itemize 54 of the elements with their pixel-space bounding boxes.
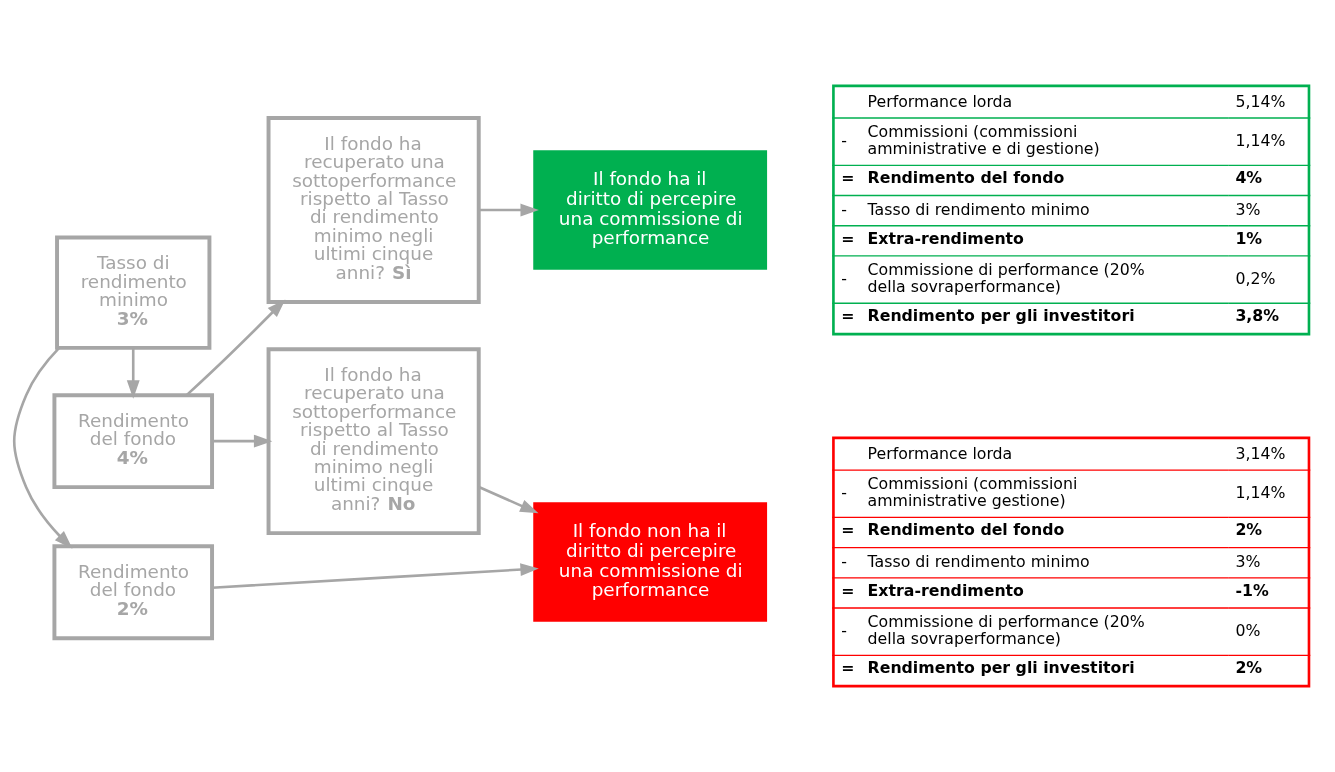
label: 3% bbox=[1235, 199, 1261, 219]
label: - bbox=[841, 268, 847, 288]
arrow bbox=[212, 434, 273, 448]
label: - bbox=[841, 482, 847, 502]
label: -1% bbox=[1235, 580, 1269, 600]
label: = bbox=[841, 580, 855, 600]
label: Commissione di performance (20% della sovraperformance) bbox=[867, 260, 1145, 297]
label: 1,14% bbox=[1235, 482, 1286, 502]
label: Rendimento del fondo bbox=[867, 520, 1065, 540]
node-box: Rendimento del fondo 2% bbox=[52, 544, 214, 641]
label: 2% bbox=[1235, 658, 1263, 678]
arrow bbox=[126, 348, 140, 399]
label: Commissione di performance (20% della sovraperformance) bbox=[867, 612, 1145, 649]
label: Rendimento per gli investitori bbox=[867, 658, 1135, 678]
arrow bbox=[12, 347, 73, 549]
label: = bbox=[841, 228, 855, 248]
label: Rendimento del fondo bbox=[867, 168, 1065, 188]
label: = bbox=[841, 520, 855, 540]
label: 0,2% bbox=[1235, 268, 1276, 288]
node-box: Tasso di rendimento minimo 3% bbox=[55, 235, 212, 350]
label: Commissioni (commissioni amministrative gestione) bbox=[867, 474, 1078, 511]
label: Extra-rendimento bbox=[867, 228, 1024, 248]
label: 1% bbox=[1235, 228, 1263, 248]
label: 2% bbox=[1235, 520, 1263, 540]
node-box: Il fondo non ha il diritto di percepire una commissione di performance bbox=[533, 502, 768, 622]
label: = bbox=[841, 168, 855, 188]
node-box: Il fondo ha il diritto di percepire una commissione di performance bbox=[533, 150, 768, 270]
label: Performance lorda bbox=[867, 444, 1013, 464]
label: - bbox=[841, 620, 847, 640]
label: 1,14% bbox=[1235, 130, 1286, 150]
label: - bbox=[841, 199, 847, 219]
label: 4% bbox=[1235, 168, 1263, 188]
label: 3,8% bbox=[1235, 306, 1280, 326]
label: = bbox=[841, 658, 855, 678]
label: - bbox=[841, 130, 847, 150]
arrow bbox=[185, 299, 286, 397]
arrow bbox=[478, 485, 539, 514]
label: Extra-rendimento bbox=[867, 580, 1024, 600]
label: 0% bbox=[1235, 620, 1261, 640]
label: Performance lorda bbox=[867, 91, 1013, 111]
label: 5,14% bbox=[1235, 91, 1286, 111]
label: = bbox=[841, 306, 855, 326]
label: Rendimento per gli investitori bbox=[867, 306, 1135, 326]
label: Tasso di rendimento minimo bbox=[867, 199, 1090, 219]
node-box: Rendimento del fondo 4% bbox=[52, 393, 214, 490]
arrow bbox=[212, 563, 539, 589]
label: 3,14% bbox=[1235, 444, 1286, 464]
arrow bbox=[478, 203, 539, 217]
node-box: Il fondo ha recuperato una sottoperformance rispetto al Tasso di rendimento minimo negli ultimi cinque anni? No bbox=[266, 347, 481, 536]
node-box: Il fondo ha recuperato una sottoperformance rispetto al Tasso di rendimento minimo negli ultimi cinque anni? Sì bbox=[266, 116, 481, 304]
label: Commissioni (commissioni amministrative e di gestione) bbox=[867, 122, 1100, 159]
label: - bbox=[841, 551, 847, 571]
label: Tasso di rendimento minimo bbox=[867, 551, 1090, 571]
label: 3% bbox=[1235, 551, 1261, 571]
